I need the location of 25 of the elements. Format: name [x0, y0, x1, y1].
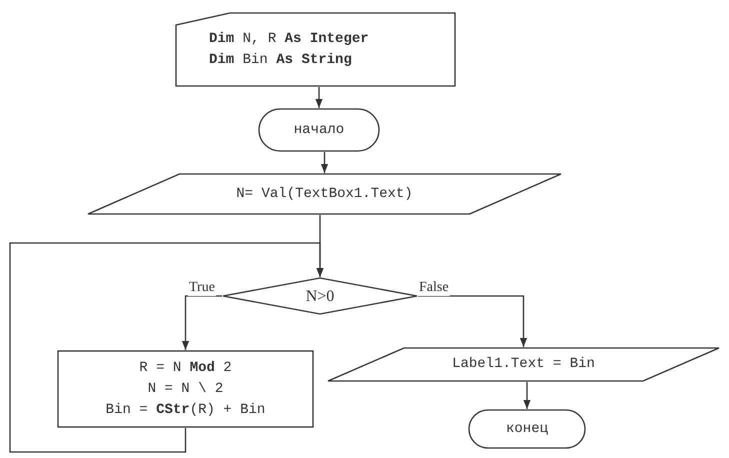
edge-label: False: [418, 280, 450, 296]
node-text: N= Val(TextBox1.Text): [236, 184, 413, 204]
arrow: [182, 295, 222, 350]
arrow: [418, 295, 528, 347]
node-text: Label1.Text = Bin: [452, 355, 595, 374]
node-text: N = N \ 2: [148, 380, 224, 398]
input-parallelogram: [87, 173, 562, 215]
arrow: [315, 87, 323, 108]
node-text: Dim Bin As String: [209, 50, 352, 70]
terminator: [468, 409, 586, 449]
node-text: R = N Mod 2: [139, 358, 232, 378]
output-parallelogram: [327, 347, 720, 382]
arrow: [523, 382, 531, 409]
terminator: [258, 108, 380, 152]
node-text: конец: [506, 420, 548, 438]
edge-label: True: [188, 280, 216, 296]
node-text: начало: [294, 120, 344, 140]
process-box: [57, 350, 314, 428]
node-text: N>0: [306, 286, 334, 306]
node-text: Bin = CStr(R) + Bin: [106, 400, 266, 420]
arrow: [320, 152, 328, 173]
declaration-block: [175, 12, 456, 87]
decision-diamond: [222, 277, 418, 315]
arrow: [9, 242, 324, 453]
node-text: Dim N, R As Integer: [209, 30, 369, 48]
